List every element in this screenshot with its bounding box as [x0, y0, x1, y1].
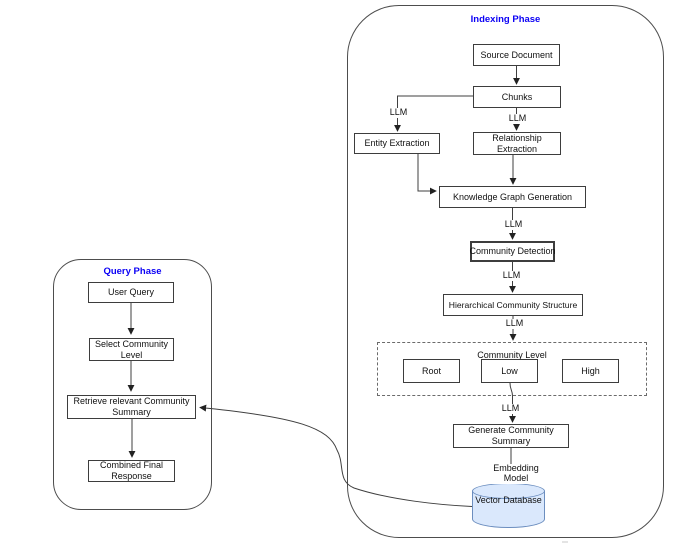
- node-low: Low: [481, 359, 538, 383]
- edge-label-llm-community-detection: LLM: [501, 219, 526, 230]
- edge-label-llm-relationship: LLM: [505, 113, 530, 124]
- node-combined-final-response: Combined Final Response: [88, 460, 175, 482]
- node-select-community-level: Select Community Level: [89, 338, 174, 361]
- node-chunks: Chunks: [473, 86, 561, 108]
- node-user-query: User Query: [88, 282, 174, 303]
- query-phase-title: Query Phase: [103, 266, 162, 277]
- node-hierarchical-community-structure: Hierarchical Community Structure: [443, 294, 583, 316]
- node-community-detection: Community Detection: [469, 241, 556, 262]
- edge-label-llm-community-level: LLM: [502, 318, 527, 329]
- node-retrieve-relevant-summary: Retrieve relevant Community Summary: [67, 395, 196, 419]
- node-source-document: Source Document: [473, 44, 560, 66]
- node-entity-extraction: Entity Extraction: [354, 133, 440, 154]
- query-phase-container: [53, 259, 212, 510]
- node-generate-community-summary: Generate Community Summary: [453, 424, 569, 448]
- edge-label-llm-generate-summary: LLM: [498, 403, 523, 414]
- community-level-group-label: Community Level: [477, 350, 547, 360]
- node-knowledge-graph-generation: Knowledge Graph Generation: [439, 186, 586, 208]
- indexing-phase-container: [347, 5, 664, 538]
- node-root: Root: [403, 359, 460, 383]
- node-high: High: [562, 359, 619, 383]
- indexing-phase-title: Indexing Phase: [470, 14, 541, 25]
- edge-label-embedding-model: Embedding Model: [479, 463, 553, 484]
- vector-database-label: Vector Database: [475, 495, 542, 505]
- edge-label-llm-entity: LLM: [386, 107, 411, 118]
- node-vector-database: Vector Database: [472, 483, 545, 528]
- node-relationship-extraction: Relationship Extraction: [473, 132, 561, 155]
- edge-label-llm-hierarchical: LLM: [499, 270, 524, 281]
- community-level-group: Community Level: [377, 342, 647, 396]
